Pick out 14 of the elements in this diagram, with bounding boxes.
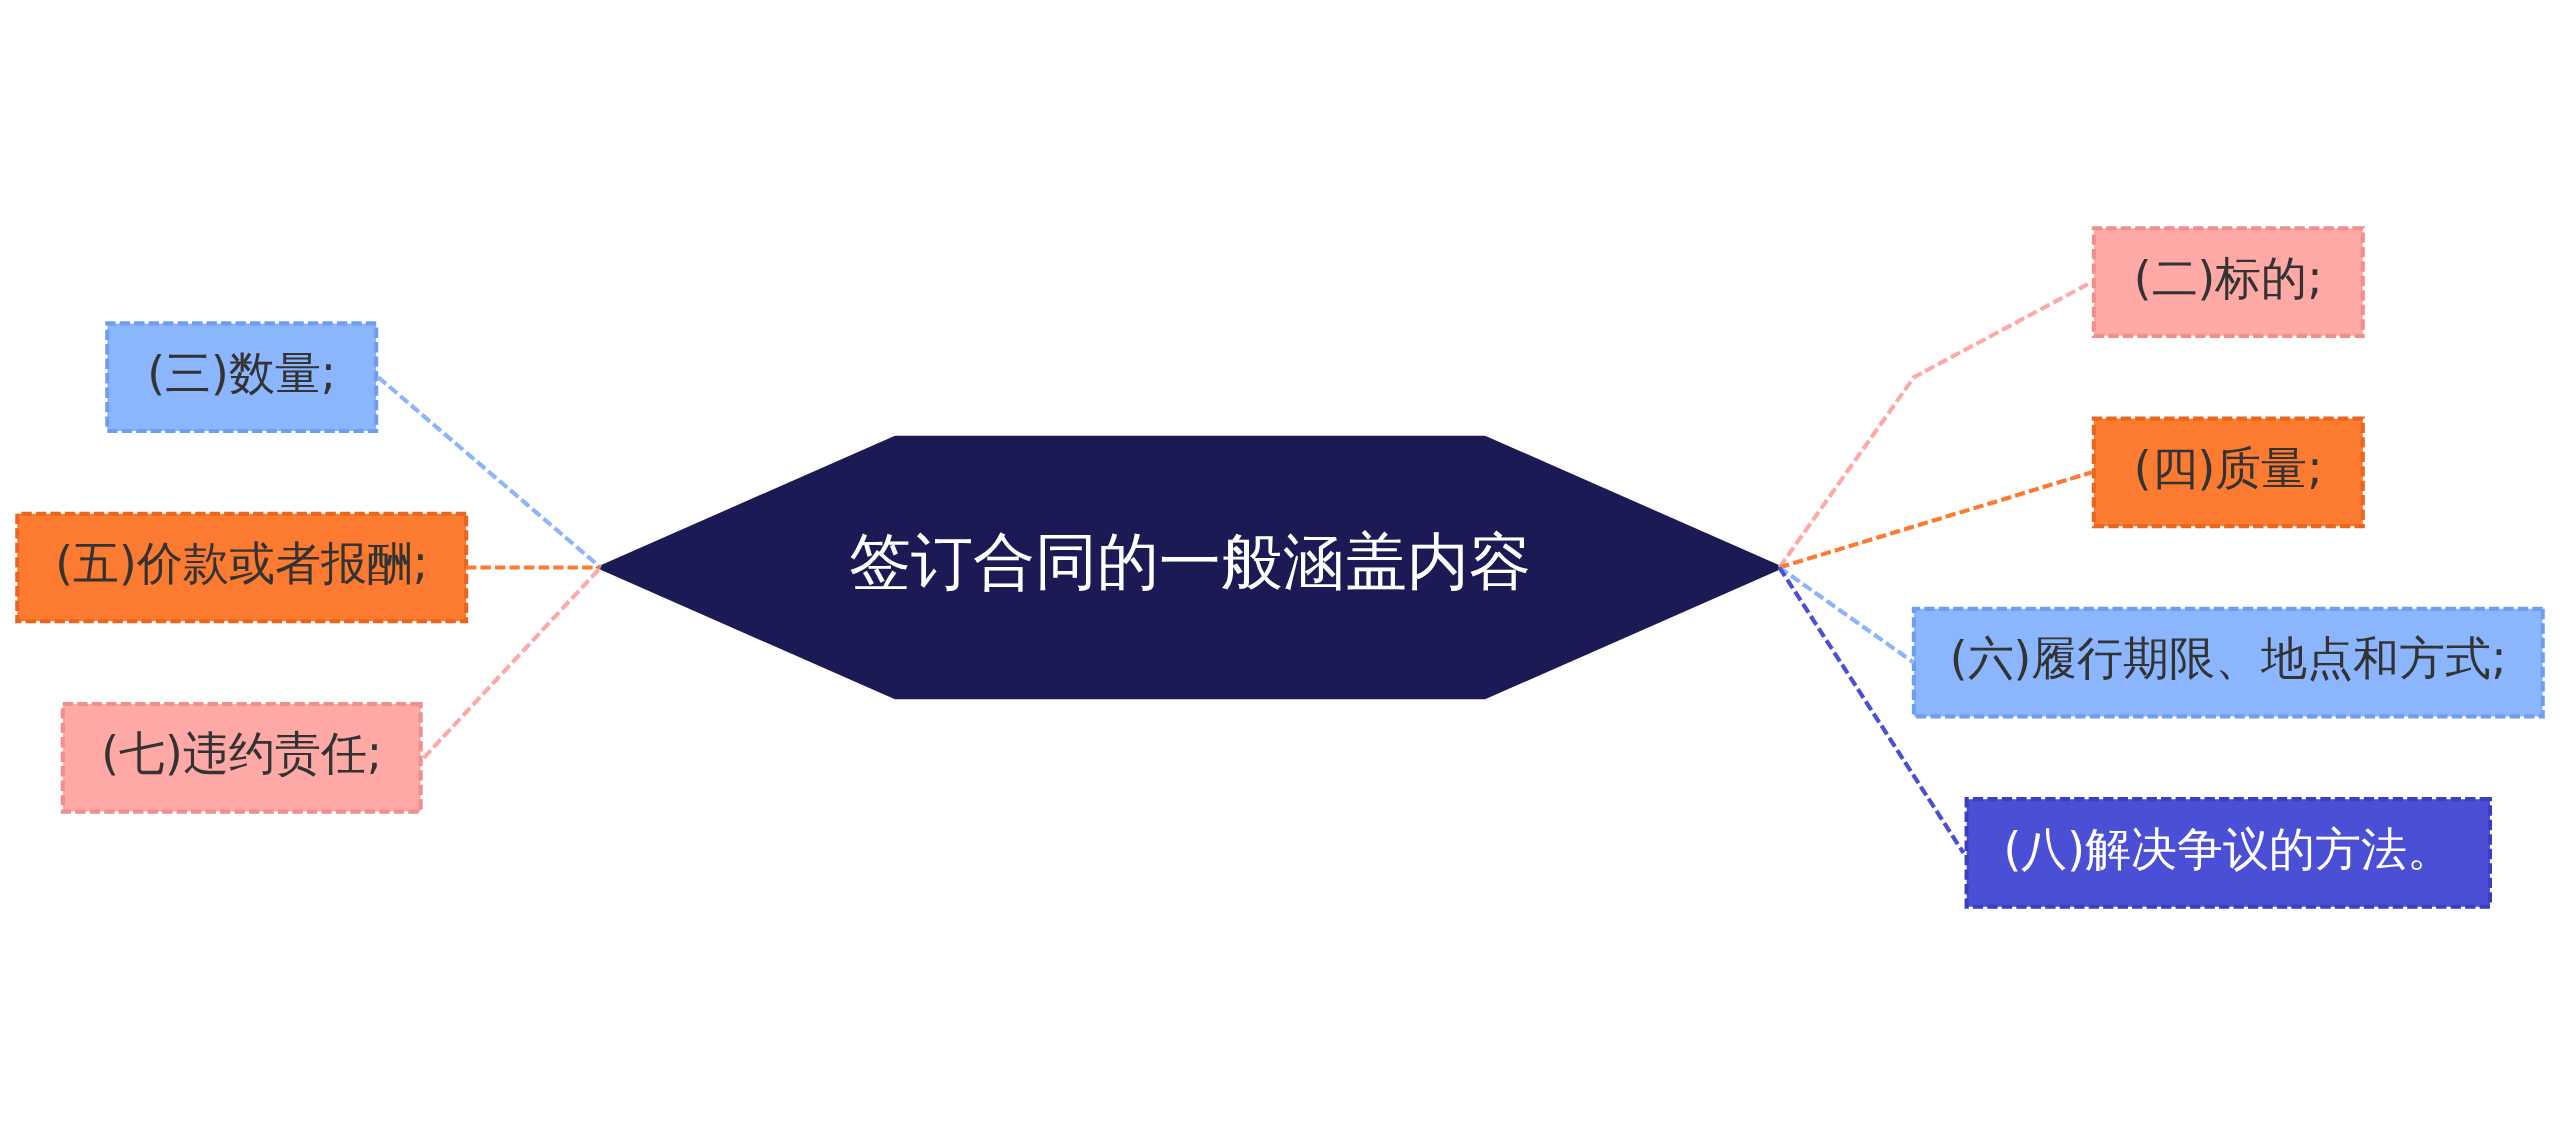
connector bbox=[466, 565, 601, 570]
node-box: (七)违约责任; bbox=[60, 701, 423, 814]
node-box: (二)标的; bbox=[2091, 226, 2365, 338]
node-box: (四)质量; bbox=[2091, 416, 2365, 529]
connector bbox=[1778, 565, 1916, 665]
connector bbox=[1777, 280, 2093, 569]
node-box: (六)履行期限、地点和方式; bbox=[1911, 606, 2545, 719]
connector bbox=[1777, 566, 1966, 855]
connector bbox=[422, 566, 603, 760]
node-box: (三)数量; bbox=[105, 321, 379, 434]
node-box: (五)价款或者报酬; bbox=[15, 511, 469, 624]
node-box: (八)解决争议的方法。 bbox=[1964, 797, 2492, 909]
connector bbox=[376, 375, 602, 570]
connector bbox=[1778, 470, 2093, 570]
